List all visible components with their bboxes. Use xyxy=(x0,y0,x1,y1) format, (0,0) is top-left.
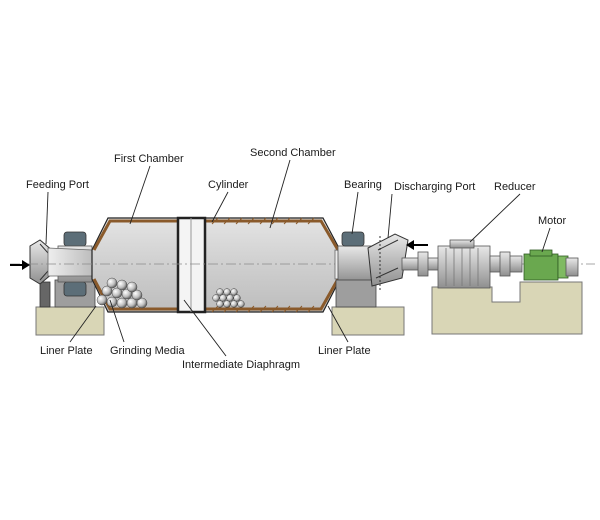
feeding-port xyxy=(29,239,93,285)
label-grinding-media: Grinding Media xyxy=(110,345,185,357)
label-feeding-port: Feeding Port xyxy=(26,179,89,191)
label-motor: Motor xyxy=(538,215,567,227)
label-first-chamber: First Chamber xyxy=(114,153,184,165)
label-liner-plate-left: Liner Plate xyxy=(40,345,93,357)
right-bearing-top xyxy=(341,231,365,247)
foundations xyxy=(35,281,583,336)
mill-shell xyxy=(10,216,595,314)
grinding-media xyxy=(96,277,245,309)
flow-arrows xyxy=(10,240,428,270)
left-bearing-top xyxy=(63,231,87,247)
label-intermediate-diaphragm: Intermediate Diaphragm xyxy=(182,359,301,371)
leader-lines xyxy=(45,159,551,357)
label-reducer: Reducer xyxy=(494,181,536,193)
motor-body xyxy=(523,253,559,281)
foundation-left xyxy=(35,306,105,336)
label-liner-plate-right: Liner Plate xyxy=(318,345,371,357)
label-cylinder: Cylinder xyxy=(208,179,249,191)
label-second-chamber: Second Chamber xyxy=(250,147,336,159)
drive-train xyxy=(401,239,579,289)
foundation-right xyxy=(331,306,405,336)
label-bearing: Bearing xyxy=(344,179,382,191)
discharge-end xyxy=(334,231,409,308)
foundation-drive xyxy=(431,281,583,335)
left-bearing-bottom xyxy=(63,281,87,297)
label-discharging-port: Discharging Port xyxy=(394,181,476,193)
